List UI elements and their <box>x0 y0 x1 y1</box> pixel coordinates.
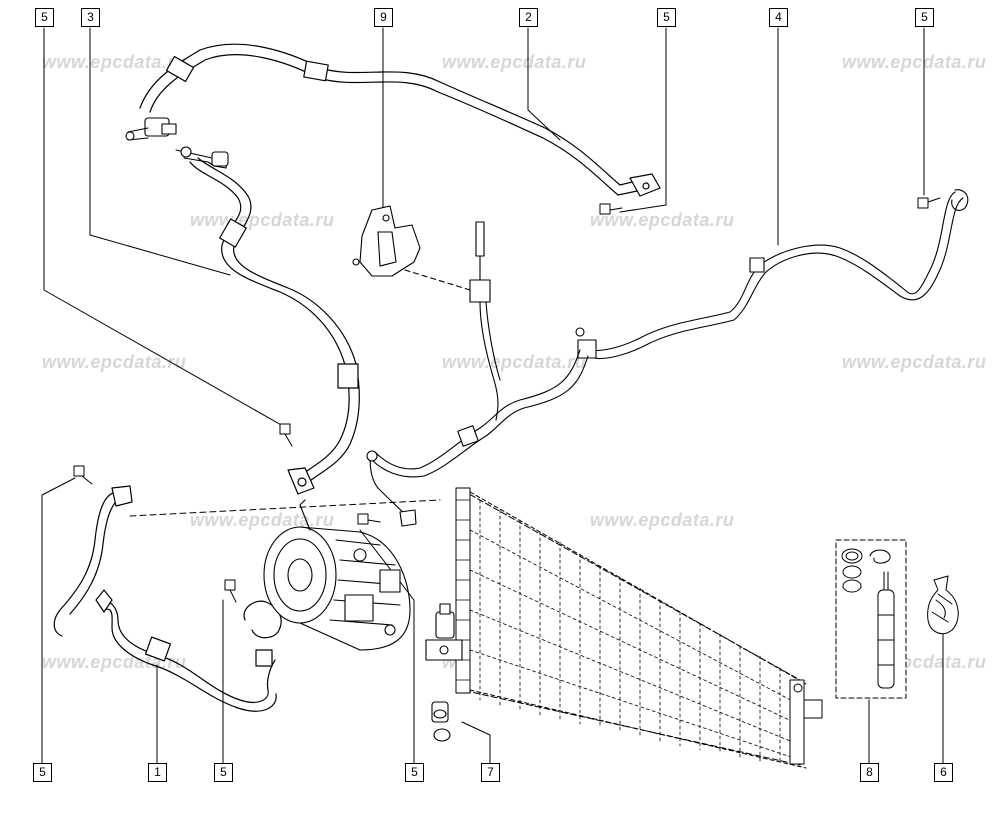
callout-5[interactable]: 5 <box>915 8 934 27</box>
watermark: www.epcdata.ru <box>42 652 187 672</box>
pipe-4 <box>575 189 969 360</box>
fitting-top-left <box>125 117 229 169</box>
watermark: www.epcdata.ru <box>42 52 187 72</box>
watermark: www.epcdata.ru <box>842 52 987 72</box>
pipe-2 <box>139 43 661 197</box>
part-7 <box>431 701 451 742</box>
watermark: www.epcdata.ru <box>590 210 735 230</box>
watermark: www.epcdata.ru <box>190 210 335 230</box>
callout-5[interactable]: 5 <box>35 8 54 27</box>
watermark: www.epcdata.ru <box>590 510 735 530</box>
watermark: www.epcdata.ru <box>42 352 187 372</box>
callout-4[interactable]: 4 <box>769 8 788 27</box>
watermark: www.epcdata.ru <box>442 52 587 72</box>
part-8-kit <box>835 539 907 699</box>
callout-6[interactable]: 6 <box>934 763 953 782</box>
watermark: www.epcdata.ru <box>442 352 587 372</box>
callout-5[interactable]: 5 <box>657 8 676 27</box>
callout-5[interactable]: 5 <box>33 763 52 782</box>
callout-1[interactable]: 1 <box>148 763 167 782</box>
valve <box>425 603 463 661</box>
bracket-9 <box>352 205 471 291</box>
callout-8[interactable]: 8 <box>860 763 879 782</box>
callout-7[interactable]: 7 <box>481 763 500 782</box>
bolt-5 <box>73 197 941 603</box>
leader-lines <box>41 27 944 764</box>
pipe-3 <box>189 157 360 495</box>
pipe-1 <box>53 485 441 712</box>
callout-9[interactable]: 9 <box>374 8 393 27</box>
callout-2[interactable]: 2 <box>519 8 538 27</box>
compressor <box>263 499 411 651</box>
condenser <box>455 487 823 769</box>
watermark: www.epcdata.ru <box>190 510 335 530</box>
callout-5[interactable]: 5 <box>405 763 424 782</box>
pressure-sensor <box>469 221 501 421</box>
callout-3[interactable]: 3 <box>81 8 100 27</box>
pipe-center <box>366 349 589 527</box>
part-6 <box>927 575 959 635</box>
callout-5[interactable]: 5 <box>214 763 233 782</box>
watermark: www.epcdata.ru <box>842 352 987 372</box>
